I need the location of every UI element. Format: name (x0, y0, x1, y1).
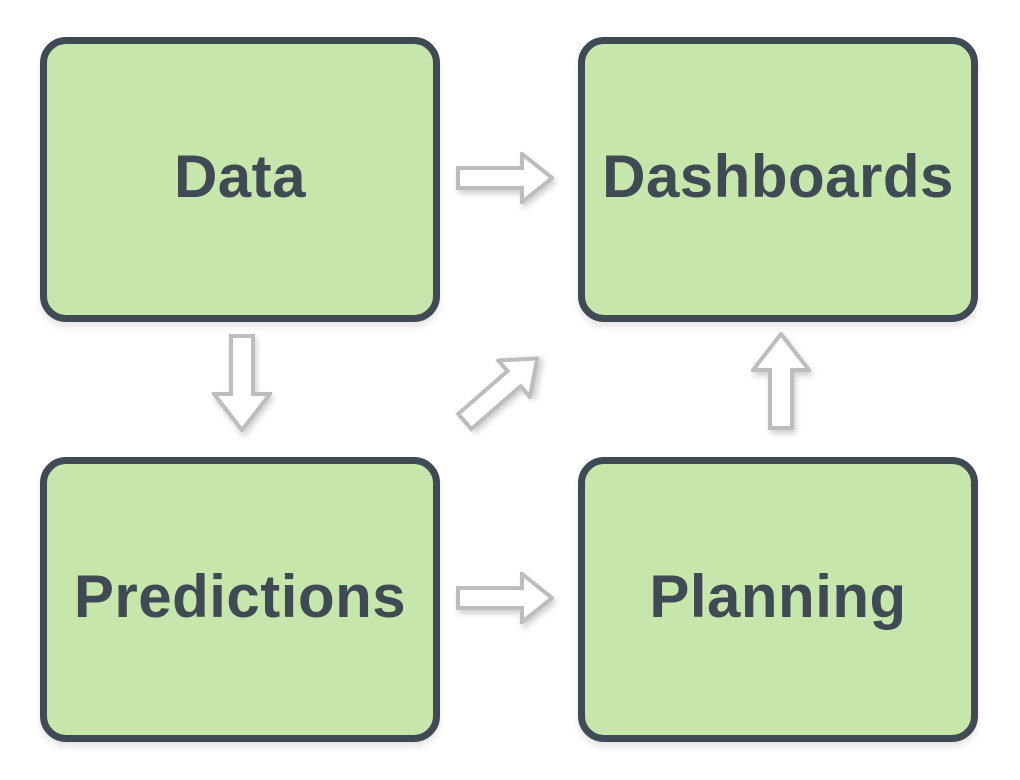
node-planning-label: Planning (649, 562, 907, 630)
arrow-right-icon (456, 569, 556, 627)
node-data: Data (40, 37, 440, 322)
arrow-right-icon (456, 149, 556, 207)
node-dashboards: Dashboards (578, 37, 978, 322)
node-data-label: Data (173, 142, 307, 210)
node-predictions-label: Predictions (73, 562, 407, 630)
node-predictions: Predictions (40, 457, 440, 742)
node-planning: Planning (578, 457, 978, 742)
arrow-up-right-icon (446, 338, 556, 443)
arrow-down-icon (209, 334, 275, 434)
arrow-up-icon (748, 330, 814, 430)
node-dashboards-label: Dashboards (602, 142, 954, 210)
